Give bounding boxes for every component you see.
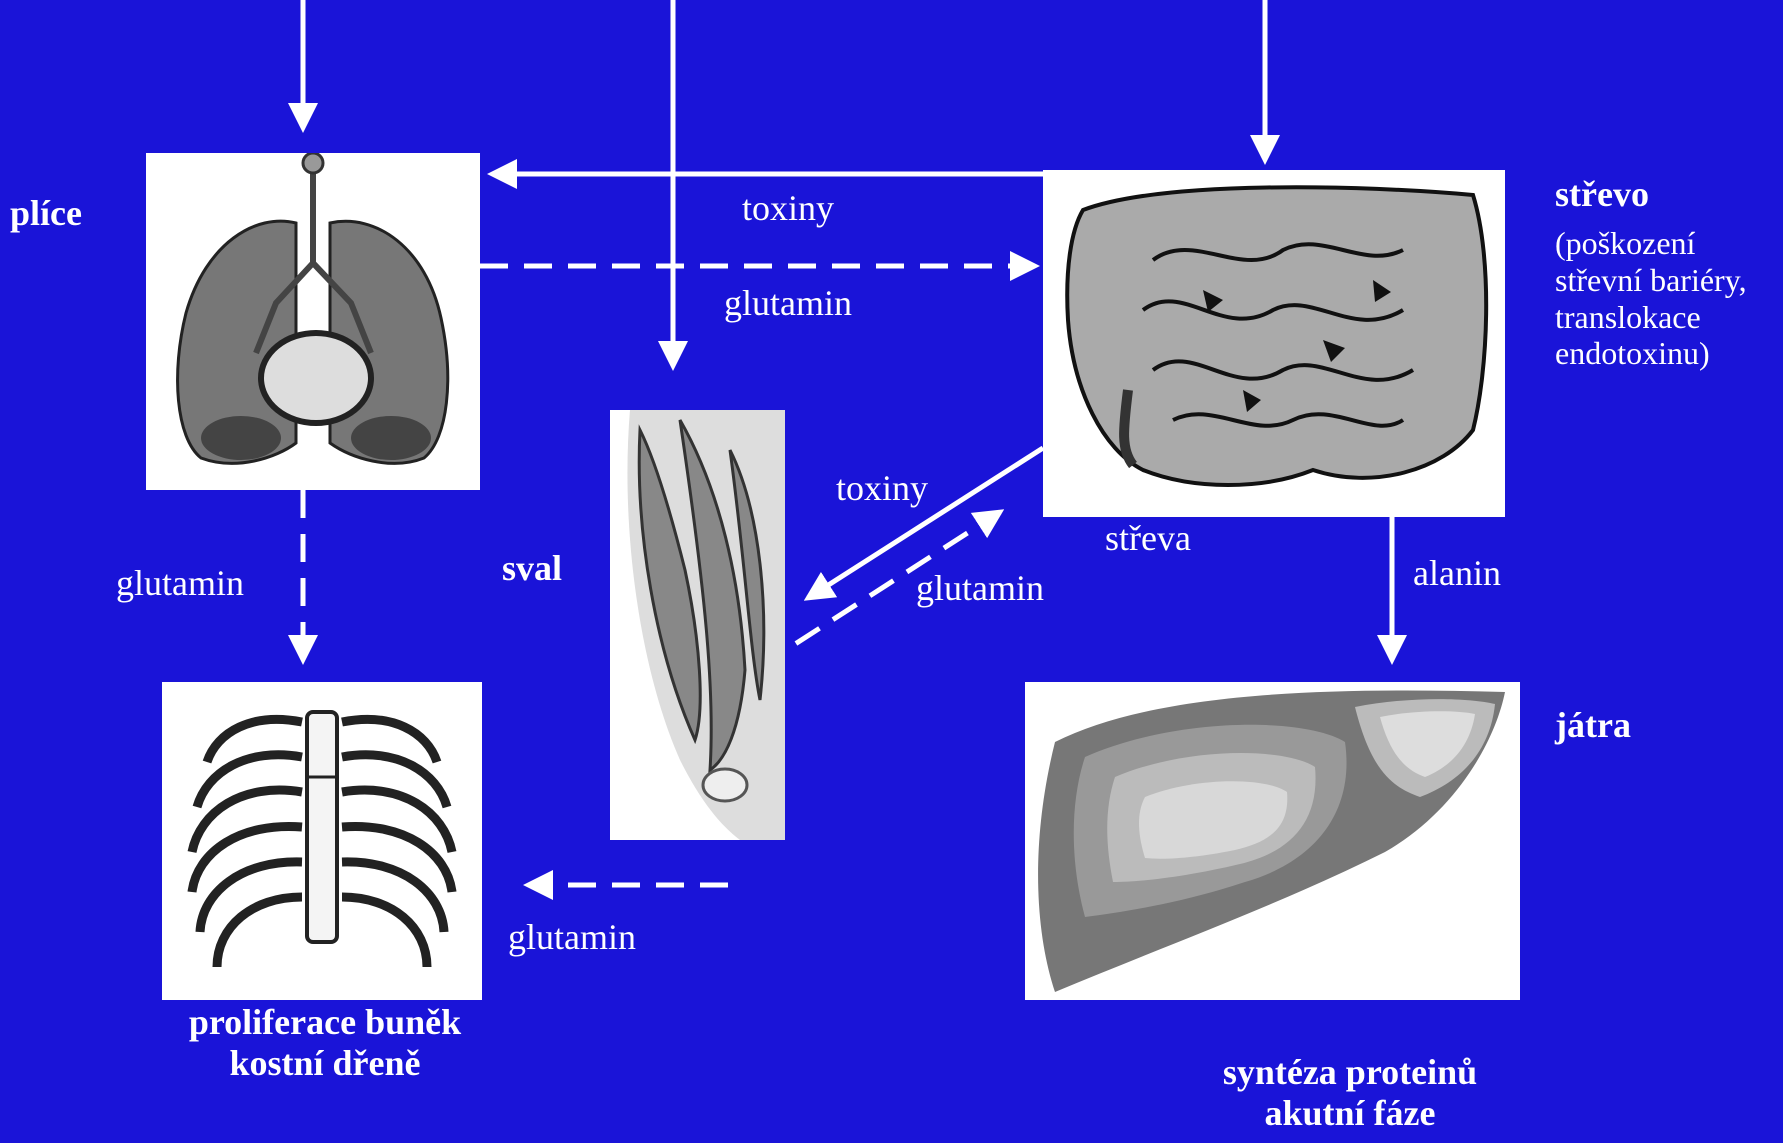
arrow-label-muscle-to-marrow: glutamin bbox=[508, 917, 636, 958]
arrow-label-intestine-to-muscle: toxiny bbox=[836, 468, 928, 509]
liver-caption: syntéza proteinů akutní fáze bbox=[1180, 1052, 1520, 1135]
lungs-label: plíce bbox=[10, 193, 82, 234]
liver-caption-line-2: akutní fáze bbox=[1180, 1093, 1520, 1134]
liver-image bbox=[1025, 682, 1520, 1000]
liver-label: játra bbox=[1555, 705, 1631, 746]
intestine-note: (poškození střevní bariéry, translokace … bbox=[1555, 225, 1747, 372]
lungs-icon bbox=[146, 153, 480, 490]
intestine-caption: střeva bbox=[1105, 518, 1191, 559]
intestine-note-line-3: translokace bbox=[1555, 299, 1747, 336]
muscle-image bbox=[610, 410, 785, 840]
liver-icon bbox=[1025, 682, 1520, 1000]
arrow-label-muscle-to-intestine: glutamin bbox=[916, 568, 1044, 609]
intestine-note-line-2: střevní bariéry, bbox=[1555, 262, 1747, 299]
arrow-label-intestine-to-lungs: toxiny bbox=[742, 188, 834, 229]
rib-cage-icon bbox=[162, 682, 482, 1000]
muscle-label: sval bbox=[502, 548, 562, 589]
marrow-caption-line-1: proliferace buněk bbox=[160, 1002, 490, 1043]
intestine-label: střevo bbox=[1555, 174, 1649, 215]
thigh-muscle-icon bbox=[610, 410, 785, 840]
lungs-image bbox=[146, 153, 480, 490]
marrow-caption: proliferace buněk kostní dřeně bbox=[160, 1002, 490, 1085]
rib-cage-image bbox=[162, 682, 482, 1000]
intestine-note-line-1: (poškození bbox=[1555, 225, 1747, 262]
intestine-note-line-4: endotoxinu) bbox=[1555, 335, 1747, 372]
arrow-label-intestine-to-liver: alanin bbox=[1413, 553, 1501, 594]
intestines-icon bbox=[1043, 170, 1505, 517]
arrow-label-lungs-to-marrow: glutamin bbox=[116, 563, 244, 604]
intestine-image bbox=[1043, 170, 1505, 517]
liver-caption-line-1: syntéza proteinů bbox=[1180, 1052, 1520, 1093]
arrow-label-lungs-to-intestine: glutamin bbox=[724, 283, 852, 324]
marrow-caption-line-2: kostní dřeně bbox=[160, 1043, 490, 1084]
